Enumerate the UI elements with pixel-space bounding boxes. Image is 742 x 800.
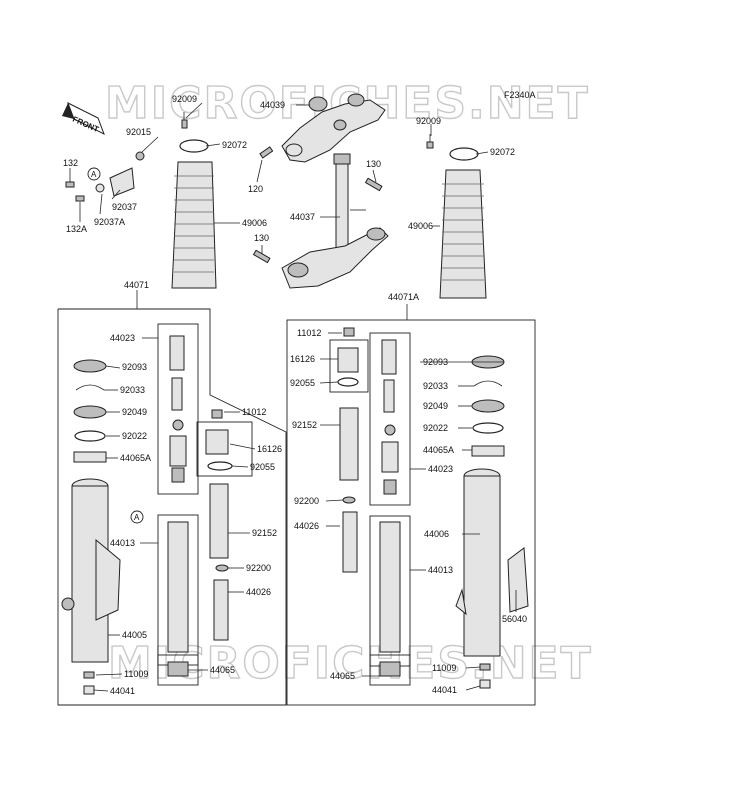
label-11009-right: 11009 — [432, 663, 456, 673]
label-130-top: 130 — [366, 159, 381, 169]
label-44065-left: 44065 — [210, 665, 235, 675]
label-44071: 44071 — [124, 280, 149, 290]
label-44065A-left: 44065A — [120, 453, 151, 463]
label-92152-left: 92152 — [252, 528, 277, 538]
label-44026-right: 44026 — [294, 521, 319, 531]
label-120: 120 — [248, 184, 263, 194]
label-92152-right: 92152 — [292, 420, 317, 430]
right-spring-collar — [339, 407, 359, 573]
label-92200-right: 92200 — [294, 496, 319, 506]
label-92072-right: 92072 — [490, 147, 515, 157]
reflector-bracket-part — [65, 151, 145, 202]
label-44013-right: 44013 — [428, 565, 453, 575]
clamp-92072-right — [449, 147, 479, 161]
label-11009-left: 11009 — [124, 669, 148, 679]
figure-code: F2340A — [504, 90, 536, 100]
left-cap-subbox — [196, 421, 253, 477]
label-92015: 92015 — [126, 127, 151, 137]
label-92009-left: 92009 — [172, 94, 197, 104]
label-92037: 92037 — [112, 202, 137, 212]
label-44037: 44037 — [290, 212, 315, 222]
label-92055-left: 92055 — [250, 462, 275, 472]
steering-stem-part — [281, 153, 389, 289]
label-92072-left: 92072 — [222, 140, 247, 150]
drain-bolt-left — [83, 671, 95, 695]
label-44065-right: 44065 — [330, 671, 355, 681]
label-44065A-right: 44065A — [423, 445, 454, 455]
left-seal-stack — [73, 359, 107, 463]
label-92093-right: 92093 — [423, 357, 448, 367]
label-92049-right: 92049 — [423, 401, 448, 411]
right-inner-tube — [379, 521, 401, 677]
label-92009-right: 92009 — [416, 116, 441, 126]
clamp-92072-left — [179, 139, 209, 153]
label-92033-right: 92033 — [423, 381, 448, 391]
part-labels: 92009 44039 92015 92072 92009 92072 132 … — [63, 94, 527, 696]
label-92049-left: 92049 — [122, 407, 147, 417]
svg-text:A: A — [134, 513, 140, 522]
label-44023-left: 44023 — [110, 333, 135, 343]
right-fork-assembly-box — [286, 319, 536, 706]
label-44006: 44006 — [424, 529, 449, 539]
label-132A: 132A — [66, 224, 87, 234]
label-44071A: 44071A — [388, 292, 419, 302]
label-92037A: 92037A — [94, 217, 125, 227]
left-cylinder-unit — [169, 335, 187, 483]
label-44023-right: 44023 — [428, 464, 453, 474]
label-92200-left: 92200 — [246, 563, 271, 573]
upper-bracket-part — [281, 93, 386, 163]
label-44039: 44039 — [260, 100, 285, 110]
right-bushing-subbox — [369, 654, 411, 686]
front-arrow-icon: FRONT — [62, 101, 105, 136]
label-130-bottom: 130 — [254, 233, 269, 243]
bolt-92009-left — [181, 112, 188, 129]
fork-boot-right — [439, 169, 487, 299]
fork-boot-left — [171, 161, 217, 289]
label-11012-right: 11012 — [297, 328, 321, 338]
right-cap-subbox — [329, 339, 369, 393]
label-44026-left: 44026 — [246, 587, 271, 597]
left-spring-collar — [209, 483, 229, 641]
callout-a-top: A — [87, 167, 101, 181]
right-cap-assembly — [337, 327, 359, 387]
label-56040: 56040 — [502, 614, 527, 624]
right-cylinder-subbox — [369, 332, 411, 506]
bolt-92009-right — [426, 134, 434, 149]
callout-a-bottom: A — [130, 510, 144, 524]
left-inner-tube — [167, 521, 189, 677]
label-44005: 44005 — [122, 630, 147, 640]
label-92033-left: 92033 — [120, 385, 145, 395]
outer-tube-left — [61, 478, 121, 663]
right-cylinder-unit — [381, 339, 399, 495]
label-49006-right: 49006 — [408, 221, 433, 231]
left-cap-assembly — [205, 409, 233, 471]
label-49006-left: 49006 — [242, 218, 267, 228]
svg-text:A: A — [91, 170, 97, 179]
bolt-120 — [259, 146, 274, 159]
right-seal-stack — [471, 355, 505, 457]
left-cylinder-subbox — [157, 323, 199, 495]
reflector-56040 — [507, 547, 529, 613]
label-16126-left: 16126 — [257, 444, 282, 454]
label-92022-right: 92022 — [423, 423, 448, 433]
label-132: 132 — [63, 158, 78, 168]
label-44041-left: 44041 — [110, 686, 135, 696]
label-11012-left: 11012 — [242, 407, 266, 417]
label-92055-right: 92055 — [290, 378, 315, 388]
label-16126-right: 16126 — [290, 354, 315, 364]
bolt-130-bottom — [252, 249, 271, 264]
label-92093-left: 92093 — [122, 362, 147, 372]
label-44041-right: 44041 — [432, 685, 457, 695]
outer-tube-right — [455, 468, 501, 657]
left-fork-assembly-box — [57, 308, 287, 706]
leader-lines — [69, 102, 517, 692]
bolt-130-top — [364, 177, 383, 192]
label-44013-left: 44013 — [110, 538, 135, 548]
label-92022-left: 92022 — [122, 431, 147, 441]
